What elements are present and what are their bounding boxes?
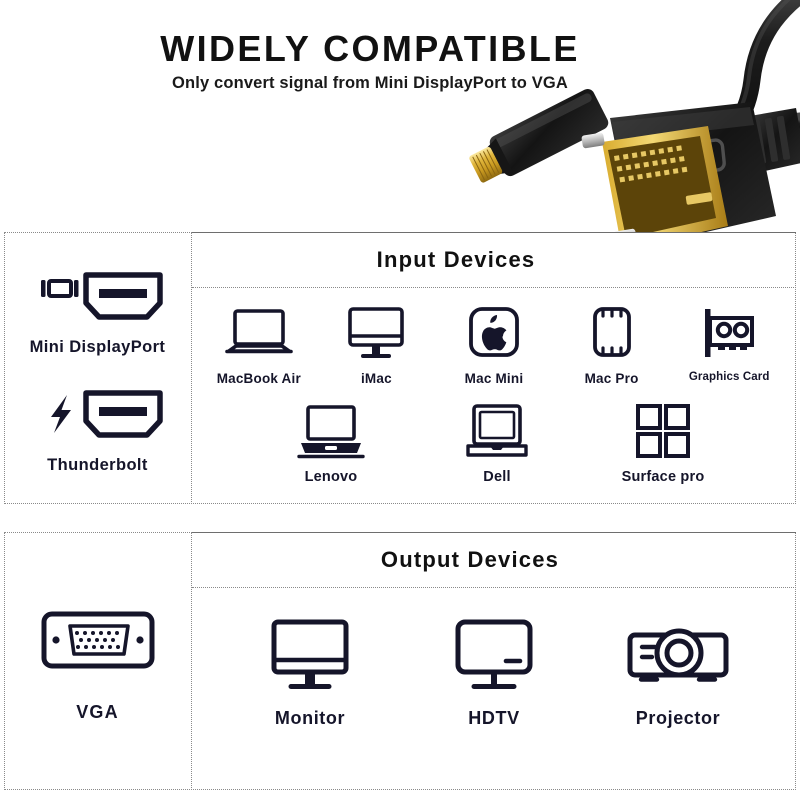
device-hdtv: HDTV bbox=[402, 616, 586, 729]
mac-mini-apple-icon bbox=[464, 302, 524, 364]
projector-icon bbox=[623, 616, 733, 694]
device-label: iMac bbox=[360, 371, 392, 386]
lenovo-laptop-icon bbox=[291, 400, 371, 462]
displayport-logo-icon bbox=[46, 279, 73, 298]
output-devices-panel: VGA Output Devices bbox=[4, 532, 796, 790]
connector-label: Thunderbolt bbox=[47, 456, 148, 474]
mini-displayport-connector-icon bbox=[23, 265, 173, 329]
section-title: Output Devices bbox=[380, 547, 560, 572]
page-title: WIDELY COMPATIBLE bbox=[160, 28, 580, 69]
device-mac-pro: Mac Pro bbox=[553, 302, 671, 386]
output-devices-row: Monitor HDTV bbox=[192, 588, 796, 729]
device-label: Projector bbox=[635, 708, 721, 728]
output-section-header: Output Devices bbox=[192, 532, 796, 588]
laptop-icon bbox=[222, 302, 296, 364]
thunderbolt-connector-icon bbox=[23, 383, 173, 447]
page-subtitle: Only convert signal from Mini DisplayPor… bbox=[172, 74, 568, 92]
input-connectors-column: Mini DisplayPort Thunderbolt bbox=[4, 232, 192, 504]
output-connectors-column: VGA bbox=[4, 532, 192, 790]
input-section-header: Input Devices bbox=[192, 232, 796, 288]
input-devices-body: MacBook Air iMac bbox=[192, 288, 796, 504]
input-devices-panel: Mini DisplayPort Thunderbolt Inpu bbox=[4, 232, 796, 504]
device-lenovo: Lenovo bbox=[248, 400, 414, 485]
desktop-monitor-icon bbox=[343, 302, 409, 364]
output-devices-body: Monitor HDTV bbox=[192, 588, 796, 790]
device-label: Mac Pro bbox=[584, 371, 639, 386]
device-macbook-air: MacBook Air bbox=[200, 302, 318, 386]
section-title: Input Devices bbox=[376, 247, 536, 272]
connector-label: Mini DisplayPort bbox=[29, 338, 166, 356]
device-label: Mac Mini bbox=[464, 371, 524, 386]
monitor-icon bbox=[264, 616, 356, 694]
device-label: Graphics Card bbox=[688, 371, 770, 383]
lightning-bolt-icon bbox=[50, 395, 71, 433]
connector-label: VGA bbox=[76, 701, 119, 722]
hdtv-icon bbox=[448, 616, 540, 694]
device-imac: iMac bbox=[318, 302, 436, 386]
device-surface-pro: Surface pro bbox=[580, 400, 746, 485]
device-label: HDTV bbox=[468, 708, 520, 728]
device-label: MacBook Air bbox=[216, 371, 301, 386]
vga-connector-icon bbox=[36, 600, 160, 680]
mac-pro-tower-icon bbox=[584, 302, 640, 364]
input-devices-region: Input Devices MacBook Air bbox=[192, 232, 796, 504]
input-devices-row: Lenovo Dell bbox=[192, 386, 796, 485]
device-projector: Projector bbox=[586, 616, 770, 729]
windows-squares-icon bbox=[632, 400, 694, 462]
device-label: Monitor bbox=[274, 708, 346, 728]
output-devices-region: Output Devices Monitor bbox=[192, 532, 796, 790]
device-mac-mini: Mac Mini bbox=[435, 302, 553, 386]
device-label: Lenovo bbox=[304, 469, 358, 485]
device-dell: Dell bbox=[414, 400, 580, 485]
connector-thunderbolt: Thunderbolt bbox=[23, 383, 173, 475]
connector-vga: VGA bbox=[36, 600, 160, 723]
device-label: Dell bbox=[483, 469, 511, 485]
device-label: Surface pro bbox=[621, 469, 705, 485]
device-monitor: Monitor bbox=[218, 616, 402, 729]
device-graphics-card: Graphics Card bbox=[670, 302, 788, 383]
dell-laptop-icon bbox=[460, 400, 534, 462]
input-devices-row: MacBook Air iMac bbox=[192, 288, 796, 386]
connector-mini-displayport: Mini DisplayPort bbox=[23, 265, 173, 357]
graphics-card-icon bbox=[696, 302, 762, 364]
